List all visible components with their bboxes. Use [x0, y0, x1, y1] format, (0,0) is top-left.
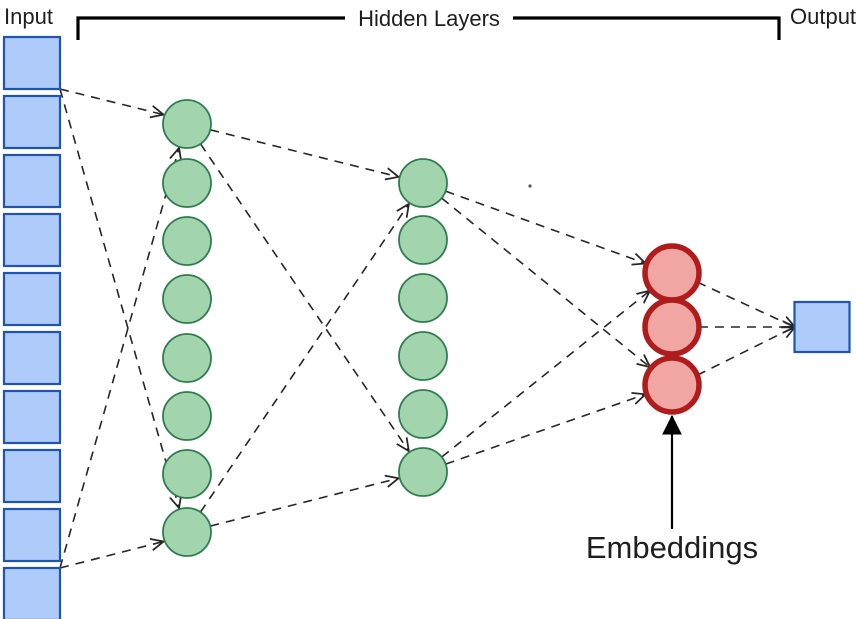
edge-emb-1-to-out-1 — [697, 281, 794, 327]
hidden-layers-label: Hidden Layers — [358, 6, 500, 31]
embeddings-label: Embeddings — [586, 530, 758, 565]
hidden-layer-2-node-3[interactable] — [398, 273, 448, 323]
hidden-layers-bracket — [76, 16, 781, 40]
input-node-2[interactable] — [2, 94, 62, 150]
output-node-1[interactable] — [793, 300, 851, 354]
embedding-node-2[interactable] — [642, 297, 702, 357]
hidden-layer-2-node-1[interactable] — [398, 158, 448, 208]
edge-in-1-to-h1-1 — [59, 88, 163, 114]
hidden-layer-1-node-3[interactable] — [162, 216, 212, 266]
hidden-layer-2-node-2[interactable] — [398, 215, 448, 265]
hidden-layer-1-node-1[interactable] — [162, 99, 212, 149]
layer-nodes — [2, 35, 851, 619]
hidden-layer-1-node-7[interactable] — [162, 449, 212, 499]
edge-h2-1-to-emb-1 — [445, 190, 645, 263]
edge-h2-6-to-emb-1 — [441, 291, 650, 458]
hidden-layer-1-node-2[interactable] — [162, 158, 212, 208]
hidden-layer-2 — [398, 158, 448, 497]
embedding-layer — [642, 243, 702, 415]
edge-h2-1-to-emb-3 — [441, 197, 650, 367]
edge-emb-3-to-out-1 — [696, 327, 794, 376]
input-node-10[interactable] — [2, 566, 62, 619]
output-layer-label: Output — [790, 4, 856, 29]
edge-h2-6-to-emb-3 — [445, 395, 645, 465]
edge-h1-1-to-h2-1 — [210, 129, 397, 177]
input-layer-label: Input — [4, 4, 53, 29]
input-node-5[interactable] — [2, 271, 62, 327]
connection-edges — [59, 88, 795, 569]
hidden-layer-2-node-4[interactable] — [398, 331, 448, 381]
output-layer — [793, 300, 851, 354]
hidden-layer-1-node-8[interactable] — [162, 507, 212, 557]
edge-in-1-to-h1-8 — [59, 88, 179, 507]
hidden-layer-2-node-5[interactable] — [398, 389, 448, 439]
input-node-3[interactable] — [2, 153, 62, 209]
input-node-8[interactable] — [2, 448, 62, 504]
edge-h1-8-to-h2-1 — [199, 205, 408, 513]
hidden-layer-1-node-4[interactable] — [162, 274, 212, 324]
hidden-layer-2-node-6[interactable] — [398, 447, 448, 497]
hidden-layer-1-node-6[interactable] — [162, 391, 212, 441]
input-node-4[interactable] — [2, 212, 62, 268]
edge-in-10-to-h1-8 — [59, 542, 163, 569]
edge-in-10-to-h1-1 — [59, 149, 179, 569]
edge-h1-8-to-h2-6 — [210, 478, 398, 527]
embedding-node-3[interactable] — [642, 355, 702, 415]
edge-h1-1-to-h2-6 — [199, 143, 408, 451]
hidden-layer-1 — [162, 99, 212, 557]
input-layer — [2, 35, 62, 619]
input-node-9[interactable] — [2, 507, 62, 563]
input-node-7[interactable] — [2, 389, 62, 445]
stray-dot-artifact — [528, 184, 532, 188]
input-node-6[interactable] — [2, 330, 62, 386]
input-node-1[interactable] — [2, 35, 62, 91]
embedding-node-1[interactable] — [642, 243, 702, 303]
hidden-layer-1-node-5[interactable] — [162, 333, 212, 383]
